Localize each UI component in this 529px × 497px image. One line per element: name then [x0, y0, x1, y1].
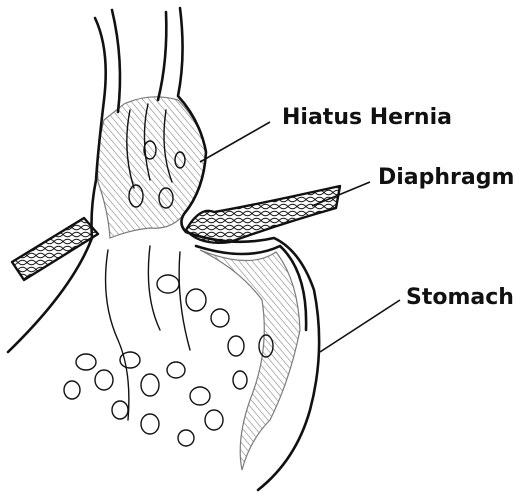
label-stomach: Stomach: [406, 285, 514, 310]
stomach-body: [8, 232, 319, 490]
diaphragm-right: [186, 186, 340, 243]
stomach-rugae: [64, 275, 273, 446]
hernia-pouch: [98, 97, 206, 238]
label-diaphragm: Diaphragm: [378, 165, 514, 190]
diaphragm-left: [12, 218, 98, 280]
leader-hiatus-hernia: [200, 122, 270, 162]
label-hiatus-hernia: Hiatus Hernia: [282, 105, 452, 130]
leader-stomach: [320, 300, 400, 352]
